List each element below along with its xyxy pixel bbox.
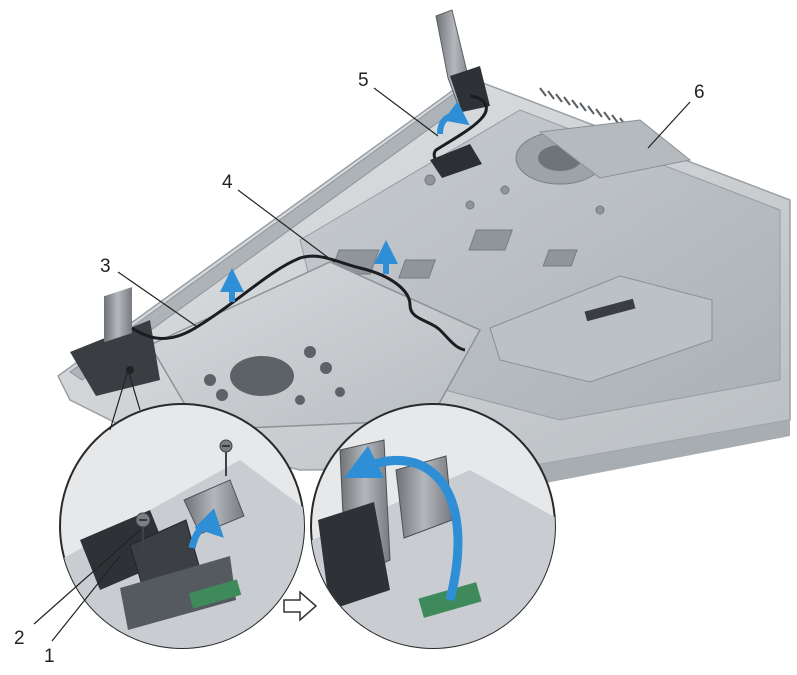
callout-1: 1 [44,646,55,667]
board-components [329,174,605,279]
callout-leader-5 [373,87,439,137]
touchpad-ffc [584,298,636,322]
lift-arrow-3 [437,101,470,135]
zoom-detail-right [310,403,556,649]
callout-leader-2 [33,529,141,625]
lift-arrows [220,101,470,302]
antenna-cable-left [131,254,466,352]
callout-leader-3 [117,271,197,327]
callouts: 1 2 3 4 5 6 [14,70,705,667]
touchpad-bracket [489,275,713,383]
hard-drive-holes [204,346,345,405]
zoom-leader-line [109,369,129,431]
callout-4: 4 [222,172,233,193]
screw-icon [219,439,233,476]
zoom-leader-line [127,369,141,411]
display-cable-connector [430,144,482,178]
vent-grille [539,87,627,127]
callout-3: 3 [100,256,111,277]
base-front-wall [520,420,790,486]
callout-leader-4 [237,189,335,263]
callout-2: 2 [14,628,25,649]
fan-assembly [515,119,692,185]
next-step-arrow-icon [283,590,318,622]
screw-icon [135,512,151,556]
left-hinge-base [70,287,160,396]
callout-leader-1 [51,555,121,642]
callout-6: 6 [694,82,705,103]
zoom-detail-left [59,403,305,649]
callout-5: 5 [358,70,369,91]
callout-leader-6 [647,101,691,149]
laptop-base-assembly [57,9,791,486]
